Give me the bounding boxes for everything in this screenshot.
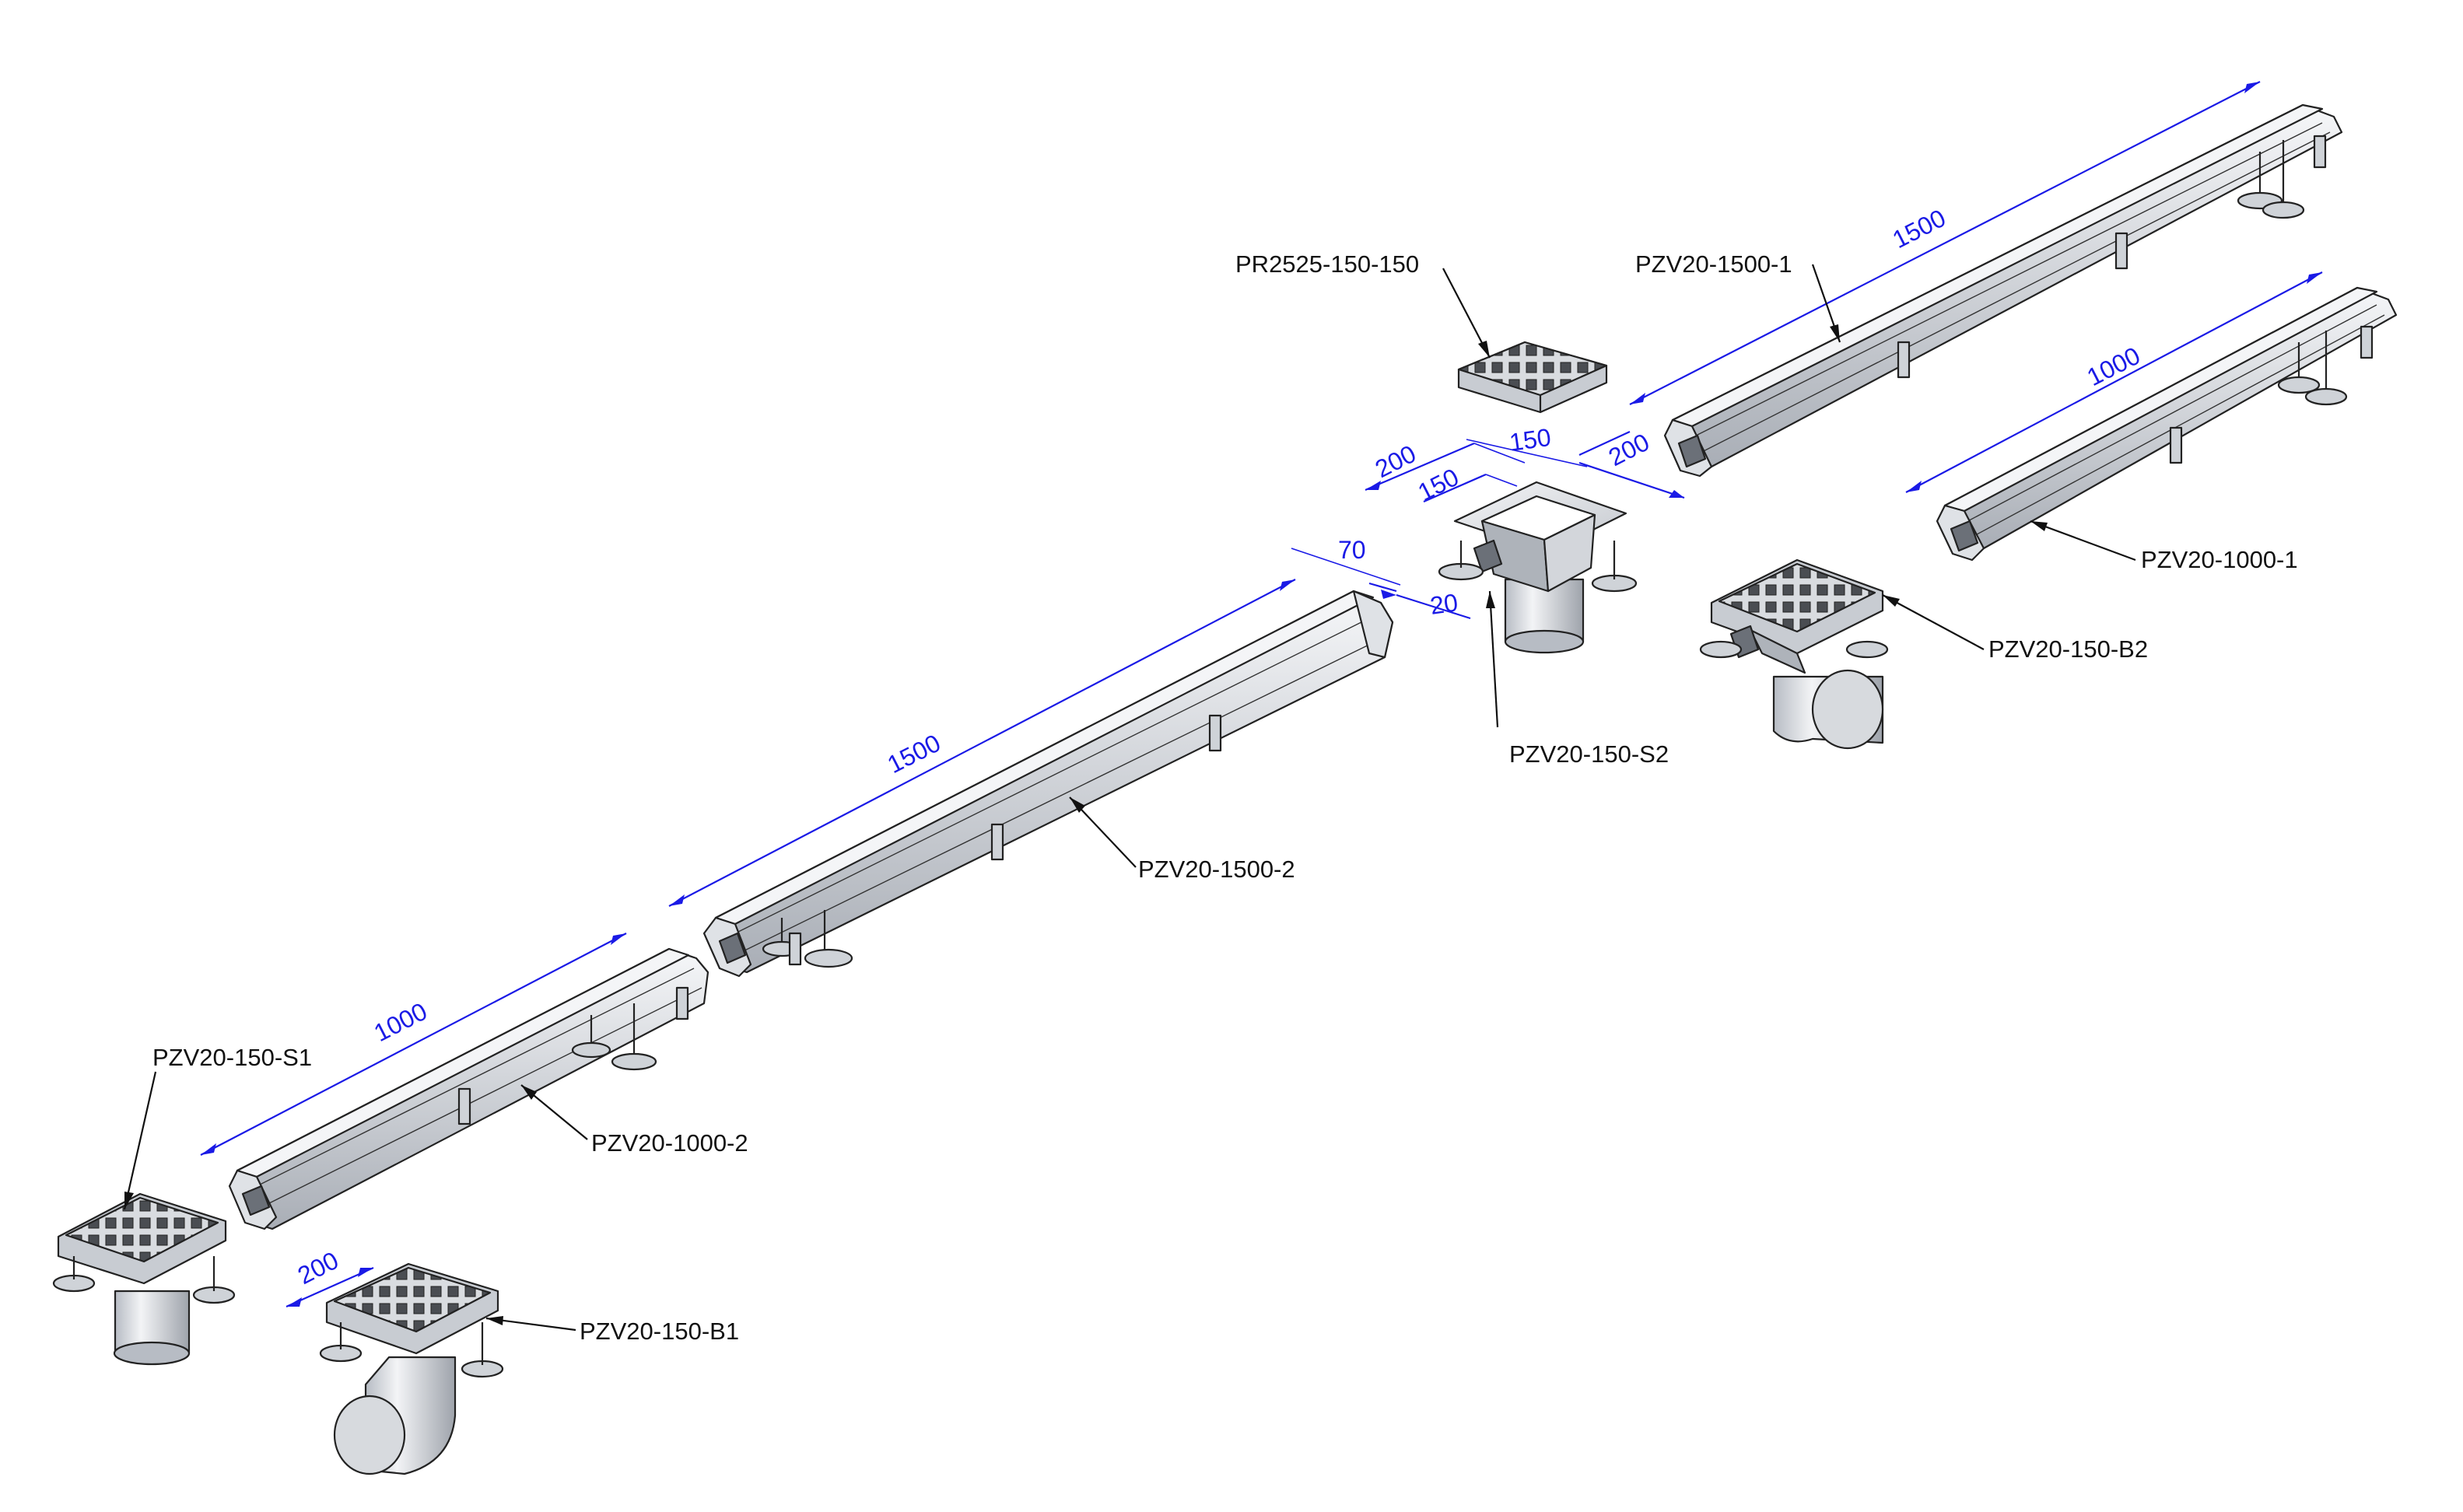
callout-pzv20-150-s1: PZV20-150-S1 [123, 1044, 312, 1210]
label-pzv20-1500-2: PZV20-1500-2 [1138, 856, 1295, 883]
callout-pzv20-1000-2: PZV20-1000-2 [520, 1084, 748, 1157]
channel-pzv20-1500-2 [702, 590, 1394, 978]
callout-pr2525: PR2525-150-150 [1235, 250, 1491, 359]
drain-body-pzv20-150-b1 [319, 1262, 504, 1475]
callout-pzv20-1000-1: PZV20-1000-1 [2030, 520, 2298, 573]
channel-pzv20-1500-1 [1663, 103, 2343, 478]
dimension-70-20: 70 20 [1291, 536, 1471, 620]
callout-pzv20-150-s2: PZV20-150-S2 [1486, 590, 1669, 768]
callout-pzv20-1500-2: PZV20-1500-2 [1069, 796, 1295, 883]
callout-pzv20-150-b2: PZV20-150-B2 [1882, 594, 2148, 663]
dim-200-right-text: 200 [1604, 428, 1654, 471]
dim-70-text: 70 [1338, 536, 1366, 564]
dim-1500-mid-text: 1500 [883, 729, 945, 779]
channel-pzv20-1000-2 [228, 947, 709, 1230]
label-pzv20-1000-2: PZV20-1000-2 [591, 1129, 748, 1157]
callout-pzv20-1500-1: PZV20-1500-1 [1635, 250, 1841, 343]
drain-body-pzv20-150-s1 [52, 1192, 236, 1366]
dim-1000-right-text: 1000 [2083, 341, 2145, 391]
drain-body-pzv20-150-b2 [1699, 558, 1889, 750]
label-pzv20-150-b1: PZV20-150-B1 [580, 1318, 739, 1345]
dim-150-inner-text: 150 [1414, 463, 1463, 506]
dim-200-b1-text: 200 [293, 1246, 343, 1290]
label-pr2525: PR2525-150-150 [1235, 250, 1419, 278]
label-pzv20-1500-1: PZV20-1500-1 [1635, 250, 1792, 278]
dim-200-left-text: 200 [1371, 439, 1421, 483]
label-pzv20-150-b2: PZV20-150-B2 [1988, 635, 2148, 663]
dimension-200-150-left: 200 150 [1365, 439, 1526, 506]
dimension-150-200-top: 150 200 [1466, 423, 1685, 499]
label-pzv20-150-s2: PZV20-150-S2 [1509, 740, 1669, 768]
drain-body-pzv20-150-s2 [1438, 481, 1638, 654]
channel-pzv20-1000-1 [1936, 286, 2398, 562]
label-pzv20-1000-1: PZV20-1000-1 [2141, 546, 2298, 573]
support-foot [2237, 135, 2327, 219]
label-pzv20-150-s1: PZV20-150-S1 [152, 1044, 312, 1071]
callout-pzv20-150-b1: PZV20-150-B1 [485, 1316, 739, 1345]
dim-1500-top-text: 1500 [1888, 204, 1950, 254]
grate-pr2525-150-150 [1457, 341, 1608, 414]
dim-20-text: 20 [1428, 588, 1459, 620]
dim-150-top-text: 150 [1508, 423, 1553, 457]
